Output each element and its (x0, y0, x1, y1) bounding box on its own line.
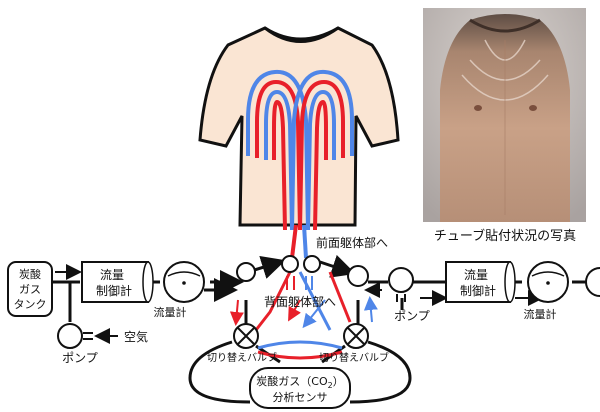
flow-controller-left-line2: 制御計 (96, 283, 132, 298)
flow-controller-right-line2: 制御計 (460, 283, 496, 298)
air-label: 空気 (124, 329, 148, 344)
co2-sensor: 炭酸ガス（CO2） 分析センサ (250, 368, 350, 408)
tube-blue-down (304, 225, 306, 258)
sensor-label-2: 分析センサ (273, 390, 328, 404)
photo-caption: チューブ貼付状況の写真 (434, 228, 576, 244)
tank-label-1: 炭酸 (19, 267, 41, 281)
pump-left: ポンプ 空気 (58, 324, 148, 365)
flowmeter-edge (586, 268, 600, 296)
blue-flow-right (370, 300, 372, 322)
manifold (237, 256, 368, 286)
tshirt-figure (200, 28, 398, 258)
flowmeter-left: 流量計 (154, 262, 205, 319)
flowmeter-right-label: 流量計 (524, 307, 557, 321)
flow-controller-right: 流量 制御計 (446, 262, 515, 302)
switch-valve-left-label: 切り替えバルブ (207, 351, 277, 364)
red-flow-left (236, 300, 238, 322)
junction-left (237, 263, 255, 281)
flowmeter-left-label: 流量計 (154, 305, 187, 319)
tank-label-2: ガス (19, 283, 41, 296)
back-torso-label: 背面躯体部へ (264, 294, 336, 309)
co2-tank: 炭酸 ガス タンク (8, 262, 52, 316)
pump-right: ポンプ (389, 268, 430, 323)
flow-controller-left-line1: 流量 (100, 268, 124, 282)
flowmeter-right: 流量計 (524, 262, 569, 321)
flow-controller-left: 流量 制御計 (82, 262, 153, 302)
blue-flow-bottom (258, 342, 342, 348)
switch-valve-right-label: 切り替えバルブ (319, 351, 389, 364)
torso-photo: チューブ貼付状況の写真 (423, 8, 586, 244)
junction-front-left (282, 256, 298, 272)
pump-left-label: ポンプ (62, 351, 98, 365)
switch-valve-left: 切り替えバルブ (207, 324, 277, 364)
flow-controller-right-line1: 流量 (464, 268, 488, 282)
pump-right-label: ポンプ (394, 309, 430, 323)
front-torso-label: 前面躯体部へ (316, 235, 388, 250)
tank-label-3: タンク (14, 298, 47, 311)
junction-front-right (304, 256, 320, 272)
junction-right (348, 266, 368, 286)
